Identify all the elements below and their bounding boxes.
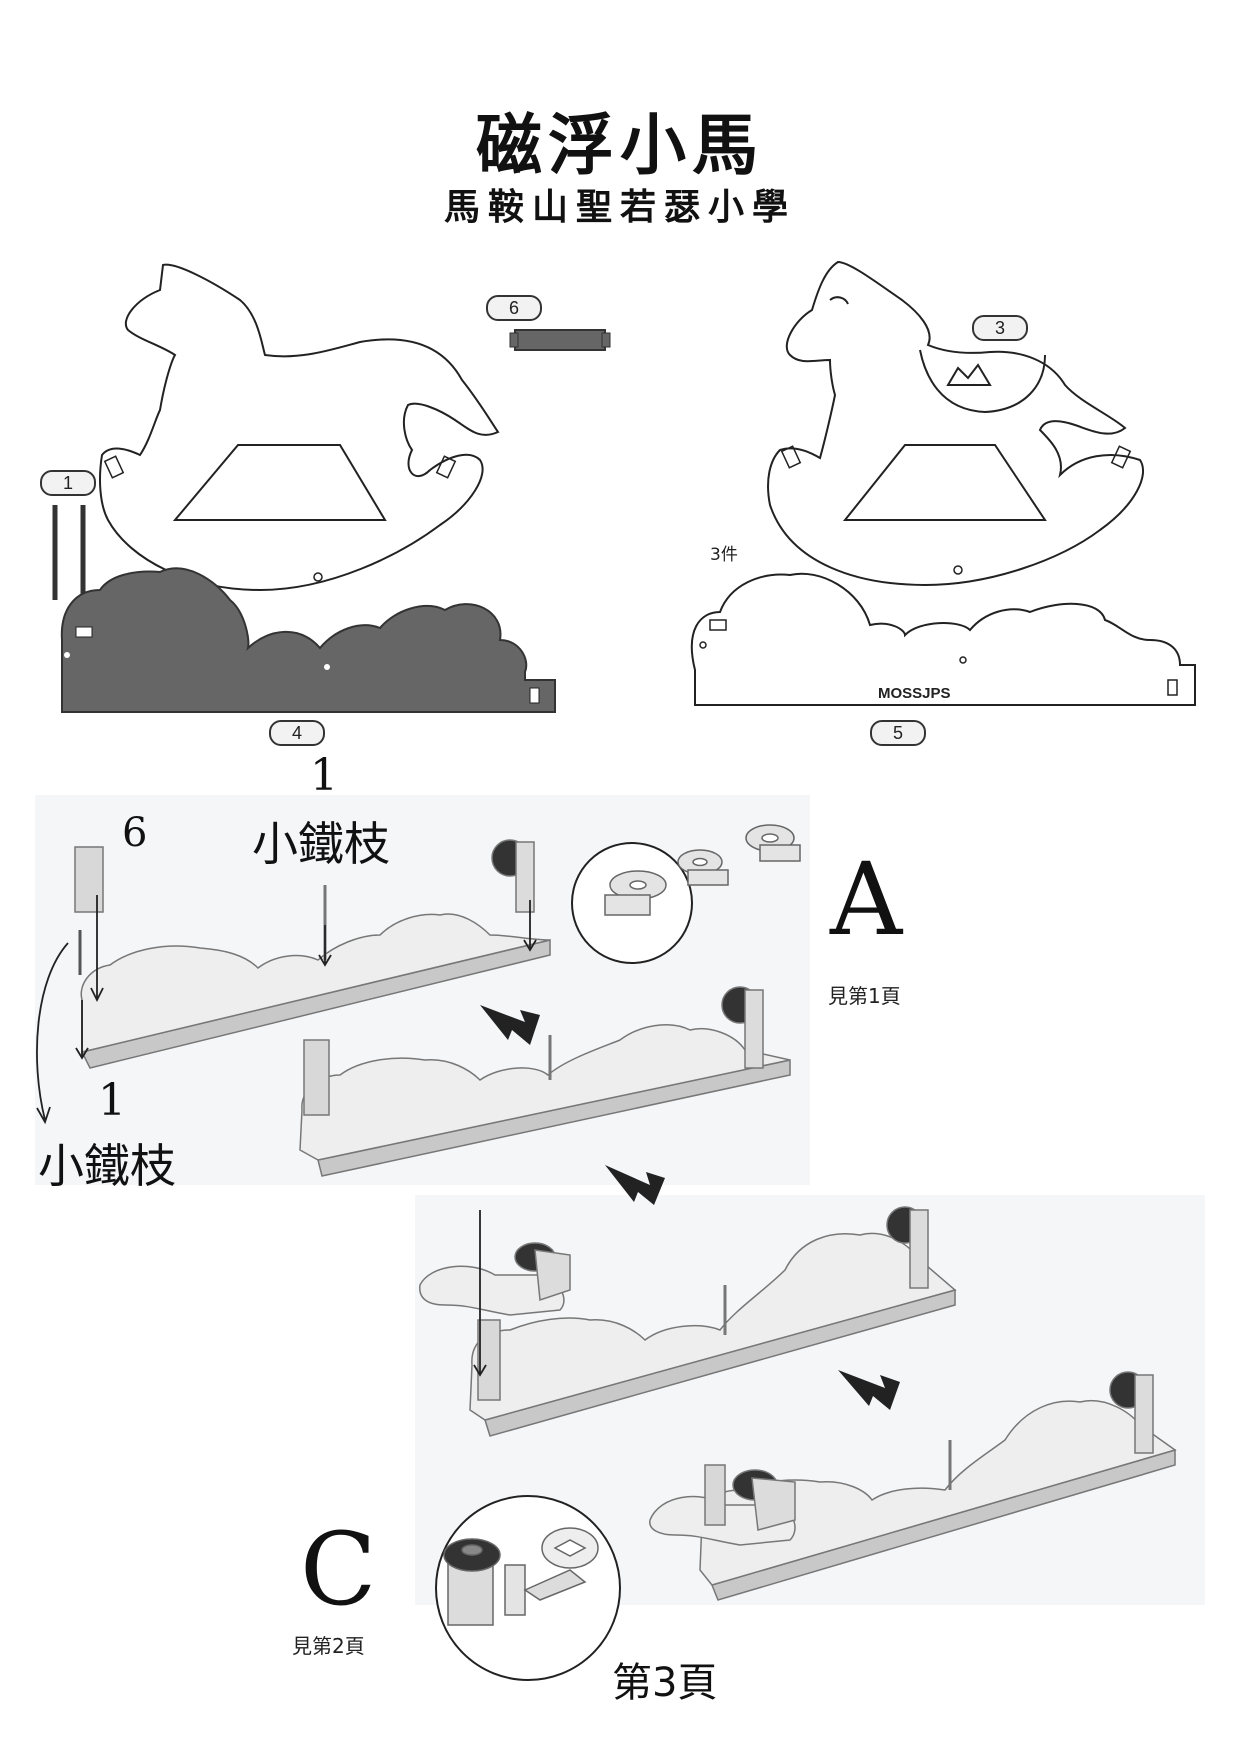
step-a-letter: A bbox=[830, 841, 903, 958]
part-label-1: 1 bbox=[40, 470, 96, 496]
magnet-parts bbox=[604, 824, 801, 916]
part-1-rods bbox=[52, 505, 86, 602]
part-4-dark-base bbox=[60, 567, 556, 713]
rod-number-top: 1 bbox=[310, 750, 338, 801]
part-label-6: 6 bbox=[486, 295, 542, 321]
assembly-step-2-base bbox=[299, 986, 791, 1177]
part-label-3: 3 bbox=[972, 315, 1028, 341]
rocking-horse-outline-left bbox=[99, 263, 500, 592]
brand-mark: MOSSJPS bbox=[878, 685, 951, 702]
step-part-6-label: 6 bbox=[122, 810, 148, 856]
assembly-step-4-base bbox=[649, 1371, 1177, 1601]
quantity-note: 3件 bbox=[710, 545, 738, 565]
part-label-4: 4 bbox=[269, 720, 325, 746]
detail-magnet-joint bbox=[443, 1527, 599, 1626]
part-label-5: 5 bbox=[870, 720, 926, 746]
part-5-outline-base bbox=[690, 572, 1196, 706]
page-3-ref: 第3頁 bbox=[612, 1660, 718, 1706]
rod-name-top: 小鐵枝 bbox=[252, 817, 390, 871]
step-c-letter: C bbox=[300, 1511, 377, 1628]
part-6-block bbox=[514, 329, 606, 351]
rocking-horse-outline-right bbox=[767, 260, 1145, 587]
step-a-ref: 見第1頁 bbox=[828, 984, 901, 1008]
page-title: 磁浮小馬 bbox=[476, 107, 764, 184]
rod-number-left: 1 bbox=[98, 1075, 126, 1126]
flow-arrow-3 bbox=[838, 1370, 900, 1410]
rod-name-left: 小鐵枝 bbox=[38, 1139, 176, 1193]
assembly-step-1-base bbox=[74, 839, 551, 1069]
assembly-step-3-base bbox=[419, 1206, 957, 1437]
flow-arrow-2 bbox=[605, 1165, 665, 1205]
page-subtitle: 馬鞍山聖若瑟小學 bbox=[443, 187, 796, 228]
flow-arrow-1 bbox=[480, 1005, 540, 1045]
step-c-ref: 見第2頁 bbox=[292, 1634, 365, 1658]
